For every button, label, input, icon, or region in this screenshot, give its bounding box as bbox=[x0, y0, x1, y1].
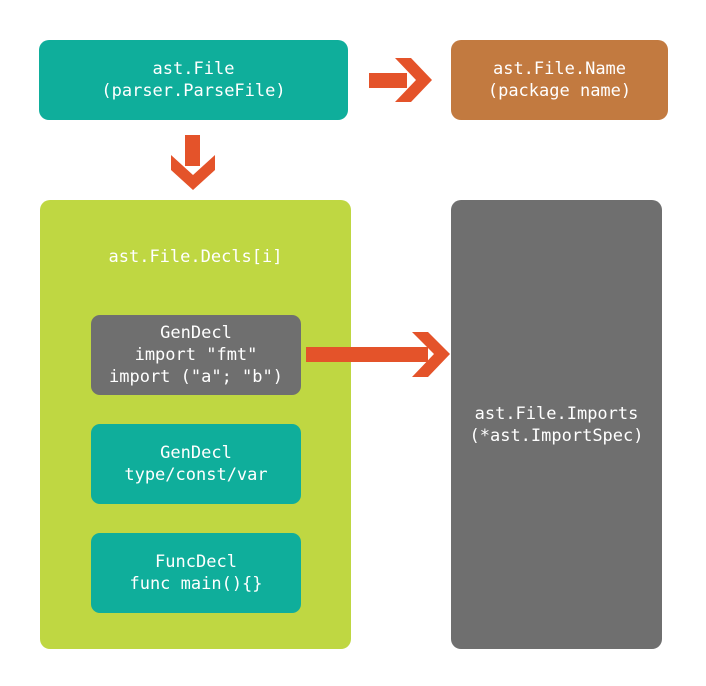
imports-node: ast.File.Imports (*ast.ImportSpec) bbox=[451, 200, 662, 649]
gendecl-import-node: GenDecl import "fmt" import ("a"; "b") bbox=[91, 315, 301, 395]
ast-file-title: ast.File bbox=[152, 59, 235, 79]
arrow-right-to-imports bbox=[306, 332, 450, 377]
imports-title: ast.File.Imports bbox=[474, 403, 639, 424]
gendecl-type-subtitle: type/const/var bbox=[124, 465, 268, 485]
gendecl-import-line-1: import "fmt" bbox=[134, 345, 258, 365]
funcdecl-subtitle: func main(){} bbox=[129, 574, 263, 594]
arrow-right-to-name-shaft bbox=[369, 73, 407, 88]
file-name-title: ast.File.Name bbox=[492, 59, 627, 79]
arrow-right-to-name bbox=[369, 58, 432, 102]
arrow-right-to-imports-shaft bbox=[306, 347, 428, 362]
arrow-down-to-decls-head bbox=[171, 155, 215, 190]
arrow-down-to-decls-shaft bbox=[185, 135, 200, 166]
arrow-right-to-imports-head bbox=[412, 332, 450, 377]
gendecl-import-line-2: import ("a"; "b") bbox=[109, 367, 283, 387]
imports-subtitle: (*ast.ImportSpec) bbox=[469, 425, 644, 446]
arrow-right-to-name-head bbox=[395, 58, 432, 102]
file-name-node: ast.File.Name (package name) bbox=[451, 40, 668, 120]
ast-file-node: ast.File (parser.ParseFile) bbox=[39, 40, 348, 120]
gendecl-type-title: GenDecl bbox=[160, 443, 232, 463]
arrow-down-to-decls bbox=[171, 135, 215, 190]
decls-label: ast.File.Decls[i] bbox=[108, 247, 283, 267]
ast-file-subtitle: (parser.ParseFile) bbox=[101, 81, 286, 101]
file-name-subtitle: (package name) bbox=[487, 81, 632, 101]
funcdecl-node: FuncDecl func main(){} bbox=[91, 533, 301, 613]
funcdecl-title: FuncDecl bbox=[155, 552, 237, 572]
gendecl-type-node: GenDecl type/const/var bbox=[91, 424, 301, 504]
gendecl-import-title: GenDecl bbox=[160, 323, 232, 343]
